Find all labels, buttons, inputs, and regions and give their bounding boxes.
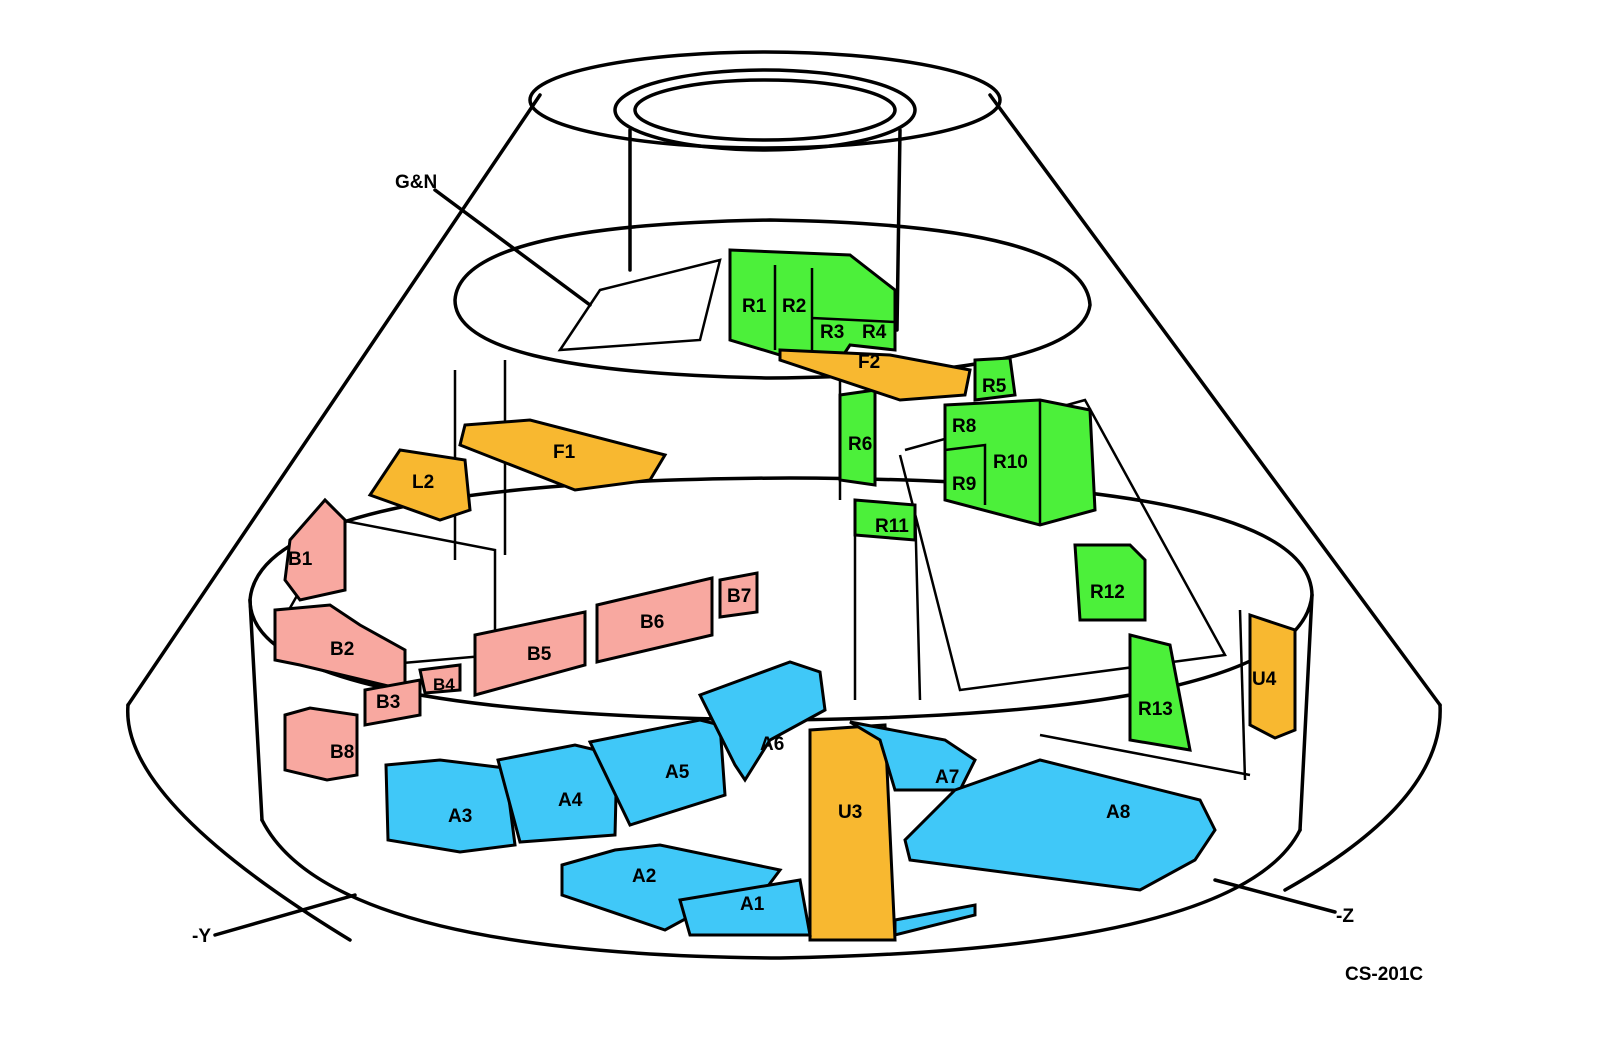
- r4-label: R4: [862, 322, 887, 343]
- b6-label: B6: [640, 612, 664, 633]
- b1-unit: [283, 497, 347, 602]
- b7-unit: [718, 571, 759, 619]
- capsule-outline: [126, 50, 1442, 960]
- b4-label: B4: [433, 675, 455, 694]
- r10-label: R10: [993, 452, 1028, 473]
- a7-label: A7: [935, 767, 959, 788]
- r9-label: R9: [952, 474, 976, 495]
- u3-unit: [808, 723, 897, 942]
- labels: G&N -Y -Z CS-201C R1 R2 R3 R4 R5 R6 R8 R…: [192, 172, 1423, 985]
- r13-unit: [1128, 633, 1192, 752]
- a6-label: A6: [760, 734, 784, 755]
- l2-unit: [367, 448, 472, 522]
- l2-label: L2: [412, 472, 434, 493]
- b2-unit: [273, 603, 407, 692]
- b3-unit: [363, 678, 422, 727]
- a4-label: A4: [558, 790, 583, 811]
- f2-label: F2: [858, 352, 880, 373]
- figure-id: CS-201C: [1345, 964, 1423, 985]
- gn-leader-line: [433, 188, 592, 307]
- f2-unit: [778, 348, 972, 402]
- b8-unit: [283, 706, 359, 782]
- b5-label: B5: [527, 644, 552, 665]
- b1-label: B1: [288, 549, 313, 570]
- a1-unit: [678, 878, 812, 937]
- r12-label: R12: [1090, 582, 1125, 603]
- r6-unit: [838, 388, 877, 487]
- a6-unit: [697, 660, 827, 783]
- f1-unit: [458, 418, 668, 492]
- a-equipment-group: [384, 660, 1217, 937]
- r5-unit: [973, 356, 1017, 402]
- a3-label: A3: [448, 806, 472, 827]
- neg-z-leader-line: [1213, 878, 1337, 914]
- a5-unit: [587, 718, 727, 827]
- a8-unit: [903, 758, 1217, 892]
- neg-z-label: -Z: [1336, 906, 1354, 927]
- u3-label: U3: [838, 802, 862, 823]
- a5-label: A5: [665, 762, 690, 783]
- r3-label: R3: [820, 322, 844, 343]
- b-equipment-group: [273, 497, 759, 782]
- a1-tail: [893, 903, 977, 937]
- r-equipment-group: [728, 248, 1192, 752]
- b8-label: B8: [330, 742, 354, 763]
- u4-label: U4: [1252, 669, 1277, 690]
- b7-label: B7: [727, 586, 751, 607]
- r1-label: R1: [742, 296, 767, 317]
- gn-label: G&N: [395, 172, 437, 193]
- b2-label: B2: [330, 639, 354, 660]
- r8-label: R8: [952, 416, 976, 437]
- neg-y-label: -Y: [192, 926, 211, 947]
- r5-label: R5: [982, 376, 1007, 397]
- neg-y-leader-line: [213, 893, 357, 937]
- a1-label: A1: [740, 894, 765, 915]
- r12-unit: [1073, 543, 1147, 622]
- orange-equipment-group: [367, 348, 1297, 942]
- r6-label: R6: [848, 434, 872, 455]
- r13-label: R13: [1138, 699, 1173, 720]
- a2-label: A2: [632, 866, 656, 887]
- b3-label: B3: [376, 692, 400, 713]
- b6-unit: [595, 576, 714, 664]
- b4-unit: [418, 663, 462, 695]
- b5-unit: [473, 610, 587, 697]
- a3-unit: [384, 758, 517, 854]
- u4-unit: [1248, 612, 1297, 740]
- r11-unit: [853, 498, 917, 542]
- f1-label: F1: [553, 442, 576, 463]
- a8-label: A8: [1106, 802, 1130, 823]
- r11-label: R11: [875, 516, 909, 537]
- r2-label: R2: [782, 296, 806, 317]
